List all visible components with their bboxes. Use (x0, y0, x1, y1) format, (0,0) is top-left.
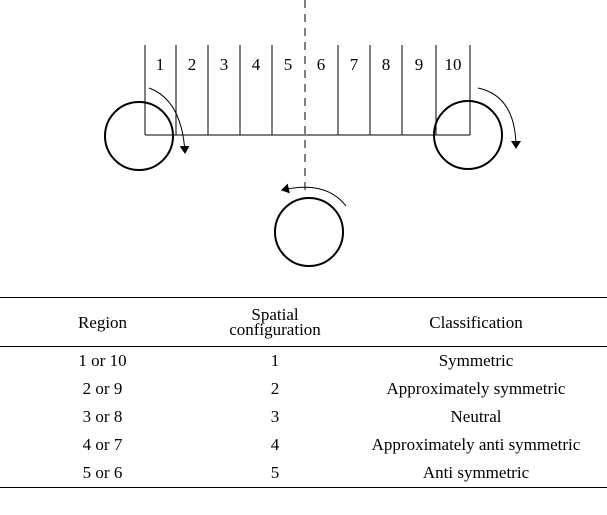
region-cell: 1 or 10 (78, 351, 127, 370)
region-cell: 5 or 6 (82, 463, 123, 482)
table-row: 2 or 9 2 Approximately symmetric (0, 375, 607, 403)
region-label: 2 (188, 55, 197, 74)
spatial-cell: 1 (270, 351, 280, 370)
table-row: 1 or 10 1 Symmetric (0, 347, 607, 376)
spatial-cell: 2 (270, 379, 280, 398)
region-label: 3 (220, 55, 229, 74)
classification-cell: Approximately symmetric (386, 379, 566, 398)
spatial-header-line2: configuration (229, 320, 321, 339)
classification-table: Region Spatial configuration Classificat… (0, 297, 607, 488)
region-label: 7 (350, 55, 359, 74)
left-rotation-arrow (148, 87, 190, 154)
bottom-circle (274, 197, 344, 267)
bottom-rotation-arrow (281, 183, 347, 207)
table-row: 4 or 7 4 Approximately anti symmetric (0, 431, 607, 459)
region-cell: 2 or 9 (82, 379, 123, 398)
spatial-cell: 5 (270, 463, 280, 482)
region-label: 6 (317, 55, 326, 74)
right-circle (433, 100, 503, 170)
region-label: 8 (382, 55, 391, 74)
classification-table-wrapper: Region Spatial configuration Classificat… (0, 297, 607, 488)
table-row: 5 or 6 5 Anti symmetric (0, 459, 607, 488)
region-label: 9 (415, 55, 424, 74)
right-rotation-arrow (477, 87, 521, 149)
spatial-cell: 4 (270, 435, 280, 454)
classification-cell: Approximately anti symmetric (371, 435, 581, 454)
configuration-diagram: 1 2 3 4 5 6 7 8 9 10 (104, 0, 521, 267)
spatial-cell: 3 (270, 407, 280, 426)
region-grid (144, 45, 471, 136)
region-labels: 1 2 3 4 5 6 7 8 9 10 (156, 55, 462, 74)
region-label: 1 (156, 55, 165, 74)
region-header: Region (77, 312, 128, 332)
classification-cell: Symmetric (438, 351, 514, 370)
classification-header: Classification (429, 312, 523, 332)
classification-cell: Neutral (450, 407, 502, 426)
left-circle (104, 101, 174, 171)
table-row: 3 or 8 3 Neutral (0, 403, 607, 431)
region-label: 4 (252, 55, 261, 74)
spatial-configuration-header: Spatial configuration (205, 298, 345, 347)
table-header-row: Region Spatial configuration Classificat… (0, 297, 607, 347)
classification-cell: Anti symmetric (422, 463, 530, 482)
region-cell: 3 or 8 (82, 407, 123, 426)
spatial-header-line1: Spatial (251, 305, 299, 324)
region-cell: 4 or 7 (82, 435, 123, 454)
region-label: 10 (445, 55, 462, 74)
region-label: 5 (284, 55, 293, 74)
